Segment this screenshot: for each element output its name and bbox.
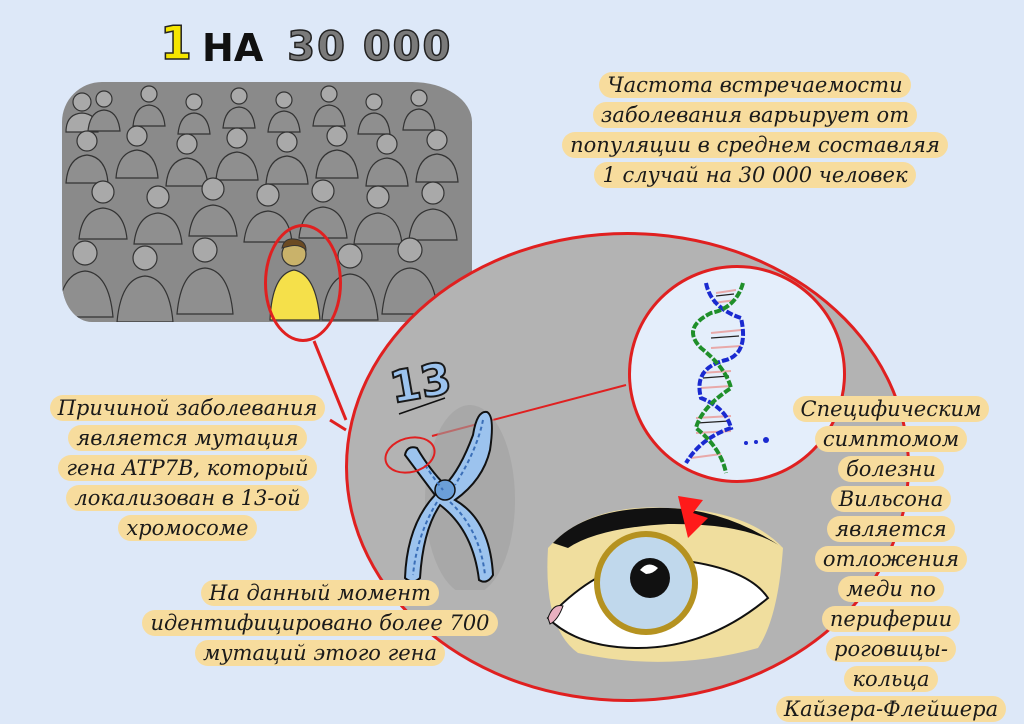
symptom-line-7: меди по (838, 576, 944, 602)
symptom-line-11: Кайзера-Флейшера (775, 696, 1007, 722)
dna-circle (628, 265, 846, 483)
frequency-line-1: Частота встречаемости (599, 72, 911, 98)
header-title: 1 НА 30 000 (159, 15, 453, 71)
highlight-ellipse (264, 224, 342, 342)
cause-line-2: является мутация (68, 425, 307, 451)
mutations-line-3: мутаций этого гена (194, 640, 446, 666)
symptom-line-4: Вильсона (830, 486, 952, 512)
mutations-note: На данный момент идентифицировано более … (115, 578, 525, 668)
symptom-line-3: болезни (837, 456, 945, 482)
cause-line-4: локализован в 13-ой (66, 485, 309, 511)
symptom-line-6: отложения (814, 546, 968, 572)
frequency-line-4: 1 случай на 30 000 человек (594, 162, 916, 188)
symptom-line-2: симптомом (814, 426, 968, 452)
symptom-line-9: роговицы- (826, 636, 956, 662)
mutations-line-1: На данный момент (201, 580, 439, 606)
symptom-line-10: кольца (844, 666, 938, 692)
header-one: 1 (159, 15, 193, 71)
dna-helix-icon (684, 282, 769, 474)
cause-line-5: хромосоме (118, 515, 257, 541)
mutations-line-2: идентифицировано более 700 (142, 610, 498, 636)
symptom-line-5: является (827, 516, 955, 542)
frequency-note: Частота встречаемости заболевания варьир… (535, 70, 975, 190)
header-count: 30 000 (286, 23, 453, 71)
symptom-line-8: периферии (821, 606, 961, 632)
eye-icon (546, 496, 783, 662)
frequency-line-3: популяции в среднем составляя (562, 132, 948, 158)
header-na: НА (202, 26, 264, 70)
cause-line-1: Причиной заболевания (49, 395, 326, 421)
frequency-line-2: заболевания варьирует от (592, 102, 918, 128)
chromosome-icon (398, 397, 515, 590)
symptom-line-1: Специфическим (792, 396, 990, 422)
cause-line-3: гена ATP7B, который (58, 455, 317, 481)
symptom-note: Специфическим симптомом болезни Вильсона… (758, 394, 1024, 724)
cause-note: Причиной заболевания является мутация ге… (10, 393, 365, 543)
